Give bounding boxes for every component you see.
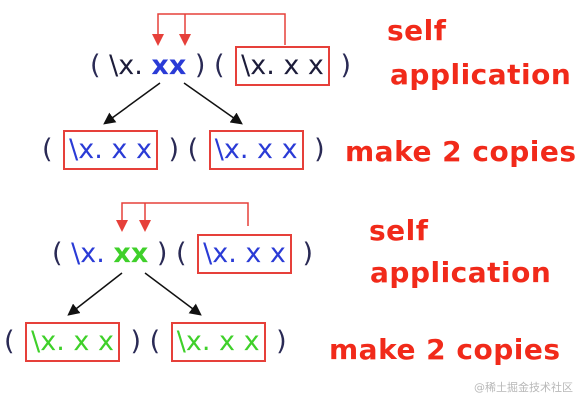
body-var-1: x	[113, 238, 131, 269]
paren-open: (	[90, 50, 101, 81]
copy-left-paren-close: )	[130, 326, 142, 357]
copy-right-paren-open: (	[187, 134, 199, 165]
argument-term: \x. x x	[241, 50, 324, 81]
copy-right-paren-close: )	[314, 134, 325, 165]
top-substitution-arrows	[152, 13, 286, 46]
copy-left-box: \x. x x	[25, 322, 120, 362]
arg-paren-open: (	[175, 238, 187, 269]
copy-right-box: \x. x x	[208, 130, 304, 170]
watermark: @稀土掘金技术社区	[474, 381, 573, 394]
bottom-note-self: self	[369, 214, 429, 247]
copy-right-box: \x. x x	[170, 322, 266, 362]
copy-left-paren-open: (	[42, 134, 53, 165]
paren-close: )	[156, 238, 168, 269]
copy-left-paren-close: )	[168, 134, 180, 165]
bottom-substitution-arrows	[116, 202, 249, 232]
top-tree-lines	[103, 82, 243, 125]
copy-left-term: \x. x x	[69, 134, 152, 165]
argument-term: \x. x x	[203, 238, 286, 269]
arg-paren-open: (	[213, 50, 225, 81]
argument-box: \x. x x	[197, 234, 292, 274]
bottom-tree-lines	[67, 272, 202, 316]
copy-right-term: \x. x x	[176, 326, 260, 357]
bottom-copies-expression: ( \x. x x ) ( \x. x x )	[4, 322, 287, 362]
bottom-note-copies: make 2 copies	[329, 333, 561, 366]
copy-right-paren-close: )	[276, 326, 287, 357]
copy-left-box: \x. x x	[63, 130, 158, 170]
paren-open: (	[52, 238, 63, 269]
lambda-head: \x.	[109, 50, 143, 81]
body-var-1: x	[151, 50, 169, 81]
copy-left-paren-open: (	[4, 326, 15, 357]
top-note-application: application	[390, 58, 572, 91]
argument-box: \x. x x	[235, 46, 330, 86]
copy-right-term: \x. x x	[214, 134, 298, 165]
paren-close: )	[194, 50, 206, 81]
copy-left-term: \x. x x	[31, 326, 114, 357]
copy-right-paren-open: (	[149, 326, 161, 357]
body-var-2: x	[168, 50, 187, 81]
lambda-head: \x.	[71, 238, 105, 269]
top-note-self: self	[387, 14, 447, 47]
bottom-application-expression: ( \x. xx ) ( \x. x x )	[52, 234, 313, 274]
body-var-2: x	[130, 238, 149, 269]
top-copies-expression: ( \x. x x ) ( \x. x x )	[42, 130, 325, 170]
top-application-expression: ( \x. xx ) ( \x. x x )	[90, 46, 351, 86]
bottom-note-application: application	[370, 256, 552, 289]
arg-paren-close: )	[302, 238, 314, 269]
top-note-copies: make 2 copies	[345, 135, 577, 168]
arg-paren-close: )	[340, 50, 352, 81]
